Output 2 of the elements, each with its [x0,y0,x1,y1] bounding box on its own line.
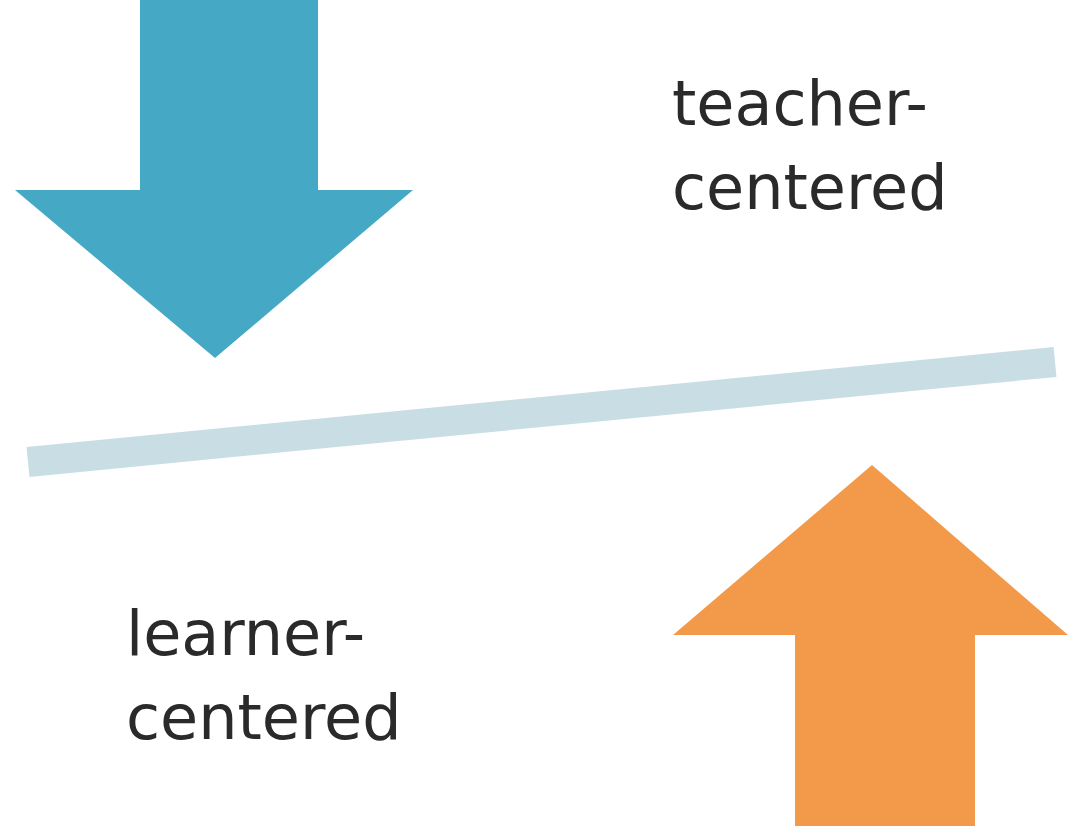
label-text: teacher- centered [672,66,949,226]
label-text: learner- centered [126,596,403,756]
